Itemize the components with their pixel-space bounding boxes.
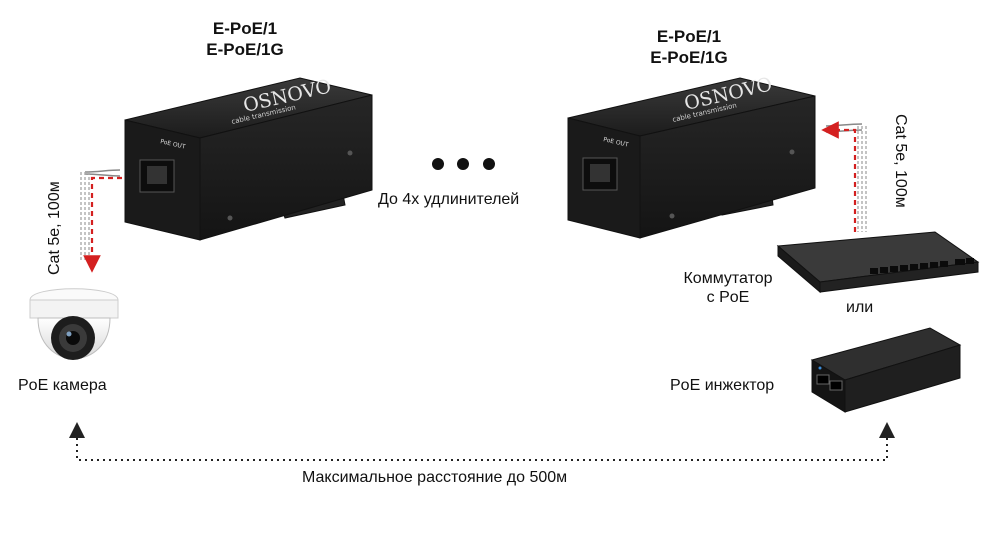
switch-label-line1: Коммутатор bbox=[683, 270, 773, 287]
poe-injector-icon bbox=[810, 327, 962, 413]
poe-switch-icon bbox=[776, 231, 980, 294]
left-extender-model-1: E-PoE/1 bbox=[212, 19, 278, 38]
ellipsis-dots bbox=[432, 158, 495, 170]
switch-label-line2: с PoE bbox=[706, 289, 750, 306]
left-extender-title: E-PoE/1 E-PoE/1G bbox=[165, 18, 325, 60]
left-extender-device: OSNOVO cable transmission PoE OUT bbox=[124, 75, 373, 241]
right-red-arrow bbox=[821, 121, 857, 232]
right-extender-model-1: E-PoE/1 bbox=[656, 27, 722, 46]
camera-label: PoE камера bbox=[18, 377, 107, 394]
injector-label: PoE инжектор bbox=[670, 377, 775, 394]
left-red-arrow bbox=[83, 176, 122, 273]
dome-camera-icon bbox=[29, 288, 119, 360]
distance-label: Максимальное расстояние до 500м bbox=[302, 469, 568, 486]
right-extender-device: OSNOVO cable transmission PoE OUT bbox=[567, 73, 816, 239]
left-extender-model-2: E-PoE/1G bbox=[206, 40, 284, 59]
right-cable-icon bbox=[825, 123, 867, 232]
switch-label: Коммутатор с PoE bbox=[672, 269, 784, 307]
middle-label: До 4х удлинителей bbox=[378, 191, 520, 208]
left-cable-label: Cat 5e, 100м bbox=[46, 181, 63, 275]
right-extender-title: E-PoE/1 E-PoE/1G bbox=[609, 26, 769, 68]
distance-dotted-line bbox=[76, 432, 888, 461]
or-label: или bbox=[846, 299, 874, 316]
right-cable-label: Cat 5e, 100м bbox=[892, 114, 909, 208]
right-extender-model-2: E-PoE/1G bbox=[650, 48, 728, 67]
left-cable-icon bbox=[80, 169, 121, 262]
